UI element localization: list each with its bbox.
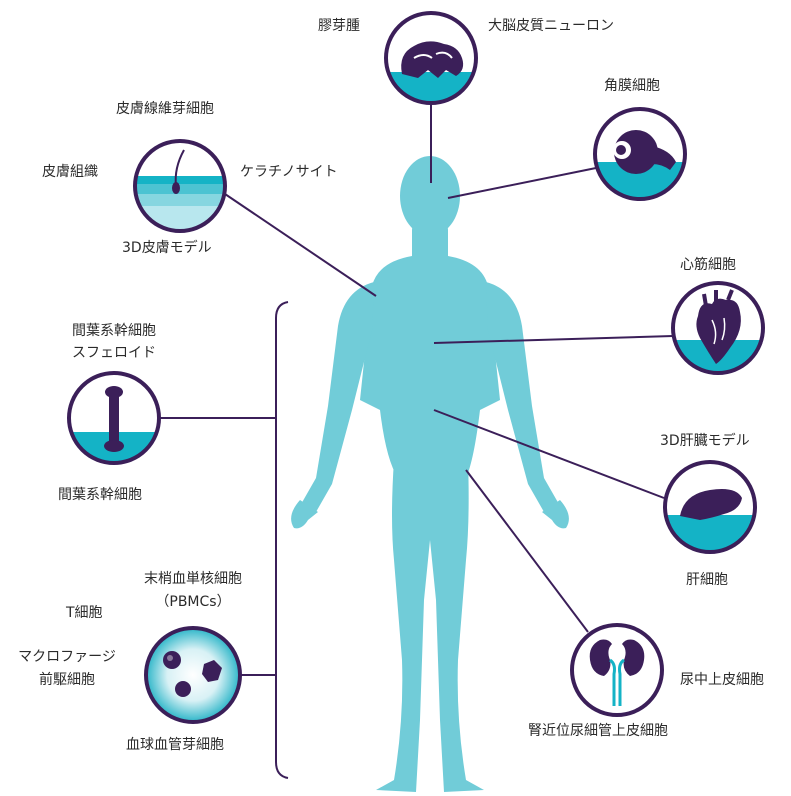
msc-spheroid-label-line1: 間葉系幹細胞 [48,322,180,340]
skin-tissue-label: 皮膚組織 [42,163,98,181]
brain-node [380,13,482,112]
macrophage-label-line1: マクロファージ [4,648,130,666]
bone-node [64,373,166,472]
human-silhouette [291,156,569,792]
liver-node [660,462,762,555]
eye-node [590,109,692,202]
cardiomyocyte-label: 心筋細胞 [680,256,736,274]
msc-label: 間葉系幹細胞 [58,486,142,504]
blood-endothelial-label: 血球血管芽細胞 [126,736,224,754]
liver-3d-model-label: 3D肝臓モデル [660,432,750,450]
corneal-cell-label: 角膜細胞 [604,77,660,95]
skin-3d-model-label: 3D皮膚モデル [122,239,212,257]
keratinocyte-label: ケラチノサイト [240,163,338,181]
t-cell-label: T細胞 [66,604,103,622]
blood-node [146,628,240,722]
msc-spheroid-label-line2: スフェロイド [48,344,180,362]
skin-layers-icon [130,176,232,236]
macrophage-label-line2: 前駆細胞 [4,671,130,689]
urothelial-label: 尿中上皮細胞 [680,671,764,689]
pbmc-label-line1: 末梢血単核細胞 [118,570,268,588]
pbmc-label-line2: （PBMCs） [118,593,268,611]
skin-node [130,141,232,236]
skin-fibroblast-label: 皮膚線維芽細胞 [116,100,214,118]
kidney-node [572,625,662,715]
heart-node [668,283,770,380]
hepatocyte-label: 肝細胞 [686,571,728,589]
renal-tubular-label: 腎近位尿細管上皮細胞 [528,722,668,740]
cortical-neuron-label: 大脳皮質ニューロン [488,17,614,35]
glioma-label: 膠芽腫 [318,17,360,35]
